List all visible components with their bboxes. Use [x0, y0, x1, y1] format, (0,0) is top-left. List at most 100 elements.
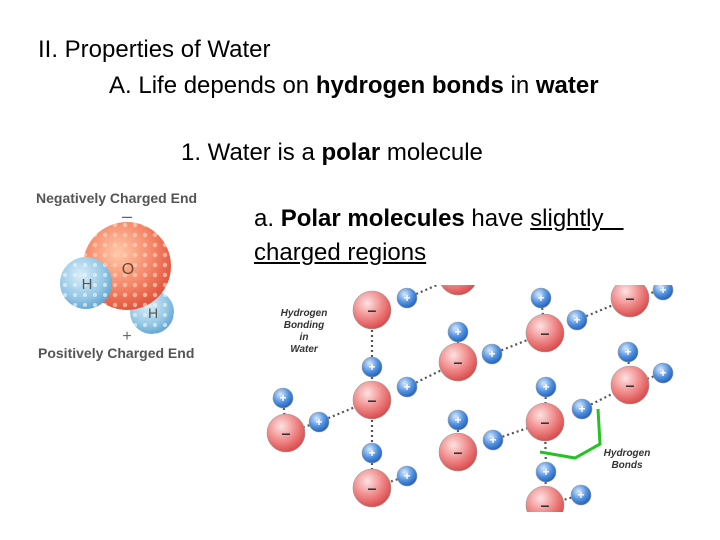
hydrogen-atom-sign: +	[368, 360, 375, 374]
oxygen-atom: –	[266, 413, 306, 453]
oxygen-atom-sign: –	[541, 498, 550, 515]
point-1-text: 1. Water is a	[181, 139, 322, 166]
hydrogen-atom-sign: +	[542, 465, 549, 479]
point-a-continued: charged regions	[254, 239, 426, 267]
subheading-a-bold-term: hydrogen bonds	[315, 72, 504, 99]
oxygen-atom: –	[610, 365, 650, 405]
point-1-suffix: molecule	[380, 139, 483, 166]
hydrogen-atom-sign: +	[537, 291, 544, 305]
oxygen-atom: –	[352, 468, 392, 508]
bond-line	[581, 384, 631, 410]
oxygen-atom-sign: –	[454, 445, 463, 462]
oxygen-atom-sign: –	[626, 291, 635, 308]
hydrogen-atom: +	[396, 287, 418, 309]
hydrogen-atom: +	[652, 362, 674, 384]
hydrogen-atom: +	[571, 398, 593, 420]
hydrogen-atom-sign: +	[403, 291, 410, 305]
subheading-a-connector: in	[503, 72, 536, 99]
hydrogen-atom: +	[617, 341, 639, 363]
hydrogen-atom-sign: +	[488, 347, 495, 361]
hydrogen-atom: +	[535, 461, 557, 483]
hydrogen-atom: +	[530, 287, 552, 309]
positive-sign: +	[122, 328, 131, 345]
hydrogen-atom-sign: +	[577, 488, 584, 502]
hydrogen-atom-sign: +	[659, 283, 666, 297]
oxygen-atom: –	[525, 402, 565, 442]
hydrogen-atom: +	[570, 484, 592, 506]
oxygen-atom-sign: –	[626, 378, 635, 395]
oxygen-atom: –	[525, 313, 565, 353]
atoms: – – – – – – – – – – – – + + + + + + + + + + + + + + + + + + + +	[266, 269, 674, 515]
negative-sign: –	[122, 206, 132, 226]
oxygen-atom-sign: –	[282, 426, 291, 443]
hydrogen-atom-sign: +	[454, 325, 461, 339]
bond-label-line-2: Bonds	[611, 460, 643, 471]
oxygen-atom-sign: –	[368, 303, 377, 320]
bond-label-line-1: Hydrogen	[604, 448, 651, 459]
bonding-title-line-3: in	[300, 332, 309, 343]
negative-end-label: Negatively Charged End	[36, 190, 198, 206]
bonding-title-line-4: Water	[290, 344, 319, 355]
hydrogen-atom: +	[481, 343, 503, 365]
hydrogen-atom: +	[396, 465, 418, 487]
oxygen-atom-sign: –	[541, 326, 550, 343]
subheading-a-text: A. Life depends on	[109, 72, 316, 99]
hydrogen-atom: +	[447, 321, 469, 343]
hydrogen-bond-highlight	[539, 408, 602, 460]
point-a-underlined: slightly	[530, 205, 624, 232]
oxygen-atom: –	[438, 432, 478, 472]
slide-heading: II. Properties of Water	[38, 36, 271, 63]
subheading-a-bold-water: water	[535, 72, 599, 99]
oxygen-atom-sign: –	[368, 393, 377, 410]
hydrogen-atom: +	[447, 409, 469, 431]
point-a-prefix: a.	[254, 205, 281, 232]
bonding-title-line-1: Hydrogen	[281, 308, 328, 319]
hydrogen-atom-sign: +	[454, 413, 461, 427]
hydrogen-symbol-back: H	[148, 305, 158, 321]
oxygen-atom: –	[440, 269, 476, 296]
point-a-underlined-2: charged regions	[254, 239, 427, 266]
hydrogen-atom-sign: +	[542, 380, 549, 394]
hydrogen-atom-sign: +	[624, 345, 631, 359]
positive-end-label: Positively Charged End	[38, 345, 195, 361]
hydrogen-atom: +	[535, 376, 557, 398]
hydrogen-atom-sign: +	[403, 469, 410, 483]
oxygen-atom: –	[525, 485, 565, 515]
oxygen-atom-sign: –	[541, 415, 550, 432]
point-a: a. Polar molecules have slightly	[254, 205, 624, 233]
hydrogen-atom-sign: +	[403, 380, 410, 394]
point-a-bold-term: Polar molecules	[280, 205, 465, 232]
oxygen-atom: –	[438, 342, 478, 382]
oxygen-atom-sign: –	[368, 481, 377, 498]
hydrogen-symbol-front: H	[82, 276, 93, 293]
subheading-a: A. Life depends on hydrogen bonds in wat…	[109, 72, 599, 100]
hydrogen-atom-sign: +	[573, 313, 580, 327]
bonding-title-line-2: Bonding	[284, 320, 325, 331]
hydrogen-atom-sign: +	[368, 446, 375, 460]
oxygen-atom-sign: –	[454, 269, 463, 286]
oxygen-atom: –	[352, 380, 392, 420]
hydrogen-atom-sign: +	[659, 366, 666, 380]
hydrogen-atom: +	[308, 411, 330, 433]
oxygen-atom: –	[610, 285, 650, 318]
hydrogen-atom-sign: +	[315, 415, 322, 429]
point-a-connector: have	[464, 205, 531, 232]
hydrogen-atom-sign: +	[578, 402, 585, 416]
hydrogen-atom: +	[396, 376, 418, 398]
hydrogen-atom: +	[482, 429, 504, 451]
point-1-bold-term: polar	[321, 139, 381, 166]
hydrogen-atom: +	[652, 283, 674, 301]
hydrogen-atom: +	[272, 387, 294, 409]
oxygen-atom-sign: –	[454, 355, 463, 372]
hydrogen-atom: +	[361, 442, 383, 464]
hydrogen-atom: +	[566, 309, 588, 331]
point-1: 1. Water is a polar molecule	[181, 139, 483, 167]
hydrogen-atom-sign: +	[489, 433, 496, 447]
bond-lines	[281, 285, 664, 507]
hydrogen-atom-sign: +	[279, 391, 286, 405]
oxygen-symbol: O	[122, 261, 134, 278]
hydrogen-atom: +	[361, 356, 383, 378]
oxygen-atom: –	[352, 290, 392, 330]
